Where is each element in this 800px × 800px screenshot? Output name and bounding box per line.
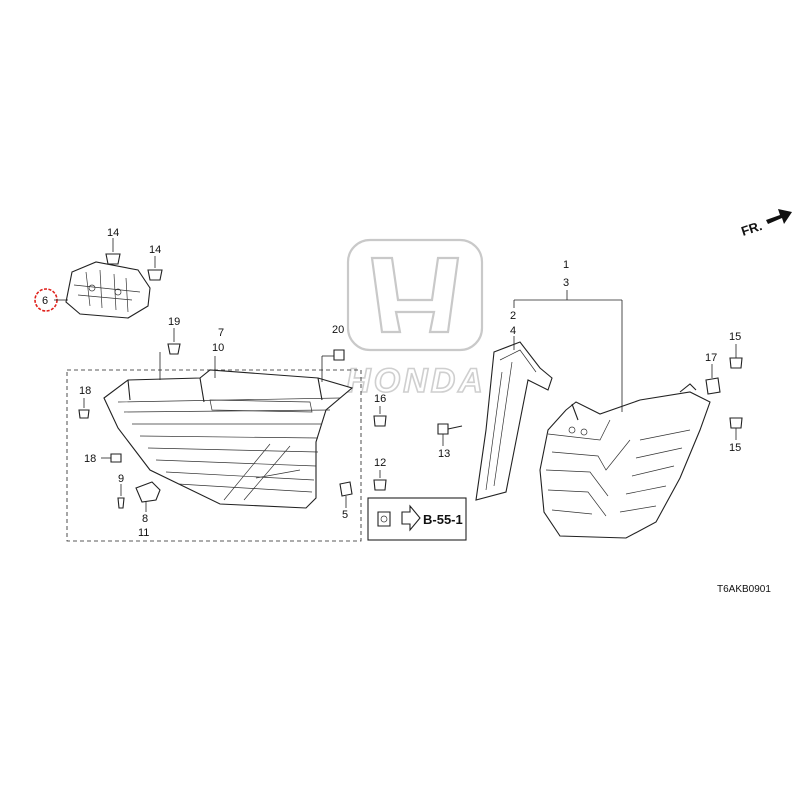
callout-14b: 14 [149, 244, 161, 256]
part-18-clip-b [101, 453, 122, 463]
part-17-grommet [705, 364, 721, 395]
part-5-gasket [339, 481, 353, 508]
callout-15a: 15 [729, 331, 741, 343]
callout-8: 8 [142, 513, 148, 525]
callout-11: 11 [138, 527, 149, 539]
callout-12: 12 [374, 457, 386, 469]
callout-5: 5 [342, 509, 348, 521]
part-15-nut-b [729, 417, 743, 440]
callout-15b: 15 [729, 442, 741, 454]
part-14-nut-a [105, 238, 121, 265]
callout-18b: 18 [84, 453, 96, 465]
callout-1: 1 [563, 259, 569, 271]
callout-17: 17 [705, 352, 717, 364]
callout-10: 10 [212, 342, 224, 354]
part-8-bulb-socket [135, 481, 161, 512]
part-18-clip-a [78, 398, 90, 419]
front-direction-indicator: FR. [739, 209, 792, 239]
part-12-nut [373, 470, 387, 491]
callout-13: 13 [438, 448, 450, 460]
part-14-nut-b [147, 256, 163, 281]
part-16-nut [373, 406, 387, 427]
callout-16: 16 [374, 393, 386, 405]
callout-9: 9 [118, 473, 124, 485]
callout-19: 19 [168, 316, 180, 328]
front-arrow-icon [766, 209, 792, 224]
direction-label: FR. [739, 218, 764, 239]
part-2-gasket [475, 341, 553, 501]
inner-tail-light [103, 369, 354, 509]
outer-tail-light [539, 383, 711, 539]
part-9-screw [117, 484, 125, 509]
reference-b-55-1: B-55-1 [367, 497, 467, 541]
part-6-bracket [65, 261, 151, 319]
callout-7: 7 [218, 327, 224, 339]
reference-label: B-55-1 [423, 512, 463, 527]
callout-14a: 14 [107, 227, 119, 239]
part-19-clip [167, 328, 181, 355]
callout-18a: 18 [79, 385, 91, 397]
part-15-nut-a [729, 344, 743, 369]
callout-6: 6 [42, 295, 48, 307]
diagram-code: T6AKB0901 [717, 584, 771, 595]
callout-20: 20 [332, 324, 344, 336]
callout-4: 4 [510, 325, 516, 337]
honda-watermark: HONDA [345, 238, 486, 401]
callout-3: 3 [563, 277, 569, 289]
part-20-nut [321, 349, 345, 382]
part-13-bolt [437, 423, 463, 446]
watermark-text: HONDA [346, 362, 486, 400]
callout-2: 2 [510, 310, 516, 322]
